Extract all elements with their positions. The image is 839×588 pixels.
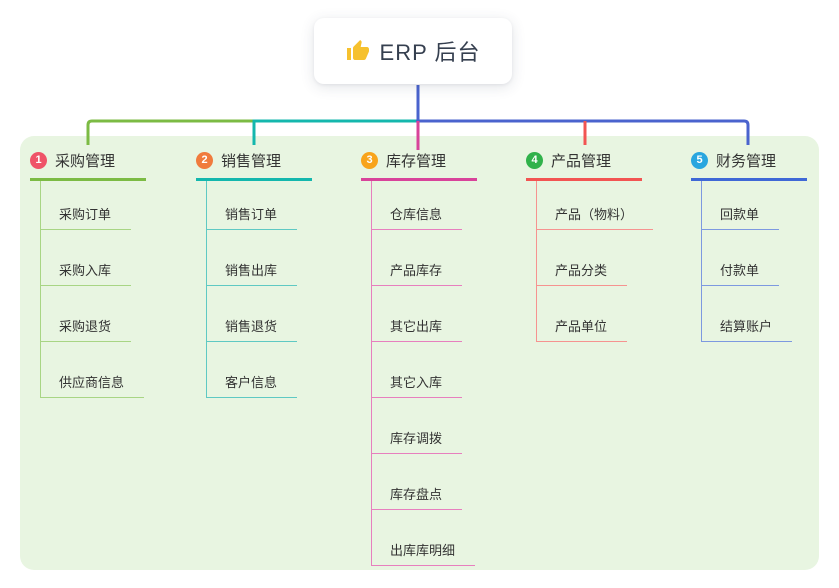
badge-5: 5 <box>691 151 708 169</box>
branch-sales-title: 销售管理 <box>221 152 282 170</box>
branch-sales-heading[interactable]: 2 销售管理 <box>196 150 312 181</box>
branch-product-children: 产品（物料） 产品分类 产品单位 <box>536 181 654 342</box>
branch-product-title: 产品管理 <box>551 152 612 170</box>
node-stock-count[interactable]: 库存盘点 <box>372 454 463 510</box>
branch-purchase-children: 采购订单 采购入库 采购退货 供应商信息 <box>40 181 145 398</box>
branch-sales: 2 销售管理 销售订单 销售出库 销售退货 客户信息 <box>196 150 312 398</box>
node-other-inbound[interactable]: 其它入库 <box>372 342 463 398</box>
node-warehouse-info[interactable]: 仓库信息 <box>372 181 463 230</box>
branch-inventory-title: 库存管理 <box>386 152 447 170</box>
branches-panel <box>20 136 819 570</box>
branch-purchase-title: 采购管理 <box>55 152 116 170</box>
node-supplier-info[interactable]: 供应商信息 <box>41 342 145 398</box>
branch-inventory: 3 库存管理 仓库信息 产品库存 其它出库 其它入库 库存调拨 库存盘点 出库库… <box>361 150 477 566</box>
node-product-material[interactable]: 产品（物料） <box>537 181 654 230</box>
node-product-stock[interactable]: 产品库存 <box>372 230 463 286</box>
branch-inventory-heading[interactable]: 3 库存管理 <box>361 150 477 181</box>
node-purchase-return[interactable]: 采购退货 <box>41 286 132 342</box>
branch-finance-title: 财务管理 <box>716 152 777 170</box>
branch-product: 4 产品管理 产品（物料） 产品分类 产品单位 <box>526 150 654 342</box>
node-product-unit[interactable]: 产品单位 <box>537 286 628 342</box>
root-node-erp[interactable]: ERP 后台 <box>314 18 512 84</box>
badge-3: 3 <box>361 151 378 169</box>
thumbs-up-icon <box>346 40 369 60</box>
branch-inventory-children: 仓库信息 产品库存 其它出库 其它入库 库存调拨 库存盘点 出库库明细 <box>371 181 476 566</box>
node-settlement-account[interactable]: 结算账户 <box>702 286 793 342</box>
branch-finance-children: 回款单 付款单 结算账户 <box>701 181 793 342</box>
badge-2: 2 <box>196 151 213 169</box>
branch-product-heading[interactable]: 4 产品管理 <box>526 150 642 181</box>
node-sales-outbound[interactable]: 销售出库 <box>207 230 298 286</box>
root-node-label: ERP 后台 <box>379 40 481 65</box>
branch-finance: 5 财务管理 回款单 付款单 结算账户 <box>691 150 807 342</box>
node-stock-transfer[interactable]: 库存调拨 <box>372 398 463 454</box>
branch-purchase: 1 采购管理 采购订单 采购入库 采购退货 供应商信息 <box>30 150 146 398</box>
badge-1: 1 <box>30 151 47 169</box>
node-other-outbound[interactable]: 其它出库 <box>372 286 463 342</box>
node-purchase-inbound[interactable]: 采购入库 <box>41 230 132 286</box>
branch-purchase-heading[interactable]: 1 采购管理 <box>30 150 146 181</box>
badge-4: 4 <box>526 151 543 169</box>
node-purchase-order[interactable]: 采购订单 <box>41 181 132 230</box>
node-payment-bill[interactable]: 付款单 <box>702 230 780 286</box>
node-inout-detail[interactable]: 出库库明细 <box>372 510 476 566</box>
node-receipt-bill[interactable]: 回款单 <box>702 181 780 230</box>
branch-sales-children: 销售订单 销售出库 销售退货 客户信息 <box>206 181 298 398</box>
node-sales-return[interactable]: 销售退货 <box>207 286 298 342</box>
node-customer-info[interactable]: 客户信息 <box>207 342 298 398</box>
node-product-category[interactable]: 产品分类 <box>537 230 628 286</box>
node-sales-order[interactable]: 销售订单 <box>207 181 298 230</box>
branch-finance-heading[interactable]: 5 财务管理 <box>691 150 807 181</box>
